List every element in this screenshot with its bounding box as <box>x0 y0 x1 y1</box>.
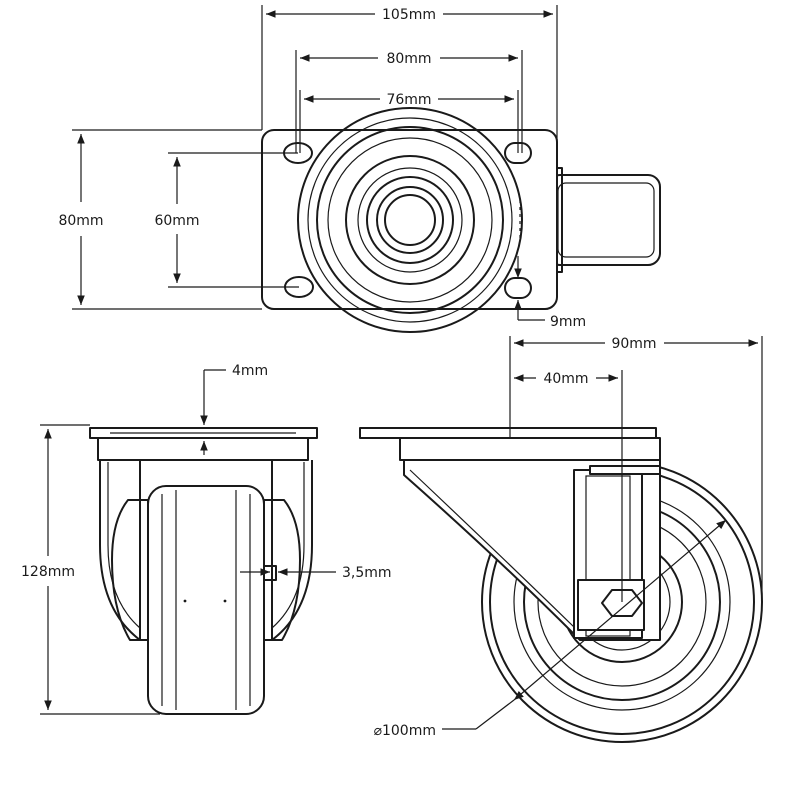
dim-label-90mm: 90mm <box>611 336 656 352</box>
dim-label-100mm: ⌀100mm <box>374 723 436 739</box>
dim-60mm: 60mm <box>154 152 299 288</box>
dim-90mm: 90mm <box>509 336 763 602</box>
front-fork <box>99 460 313 641</box>
dim-label-3-5mm: 3,5mm <box>342 565 392 581</box>
top-fork <box>547 167 661 273</box>
dim-label-128mm: 128mm <box>21 564 75 580</box>
top-view: 105mm 80mm 76mm 80mm <box>58 5 661 333</box>
dim-3-5mm: 3,5mm <box>240 565 392 581</box>
dim-105mm: 105mm <box>261 5 558 170</box>
dim-4mm: 4mm <box>200 363 268 455</box>
dim-9mm: 9mm <box>514 256 586 330</box>
front-view: 4mm 128mm 3,5mm <box>21 363 392 715</box>
dim-label-80mm-horizontal: 80mm <box>386 51 431 67</box>
top-bearing <box>297 107 523 333</box>
dim-label-76mm: 76mm <box>386 92 431 108</box>
side-view: 90mm 40mm ⌀100mm <box>359 336 763 743</box>
dim-label-9mm: 9mm <box>550 314 586 330</box>
dim-100mm-diameter: ⌀100mm <box>374 519 727 739</box>
dim-label-60mm: 60mm <box>154 213 199 229</box>
dim-label-105mm: 105mm <box>382 7 436 23</box>
front-wheel <box>147 485 265 715</box>
top-mounting-plate <box>261 129 558 310</box>
dim-label-4mm: 4mm <box>232 363 268 379</box>
dim-128mm: 128mm <box>21 424 160 715</box>
dim-76mm: 76mm <box>299 90 519 153</box>
dim-80mm-vertical: 80mm <box>58 129 262 310</box>
side-plate <box>359 427 661 461</box>
dim-label-40mm: 40mm <box>543 371 588 387</box>
dim-label-80mm-vertical: 80mm <box>58 213 103 229</box>
dim-80mm-horizontal: 80mm <box>295 50 523 153</box>
